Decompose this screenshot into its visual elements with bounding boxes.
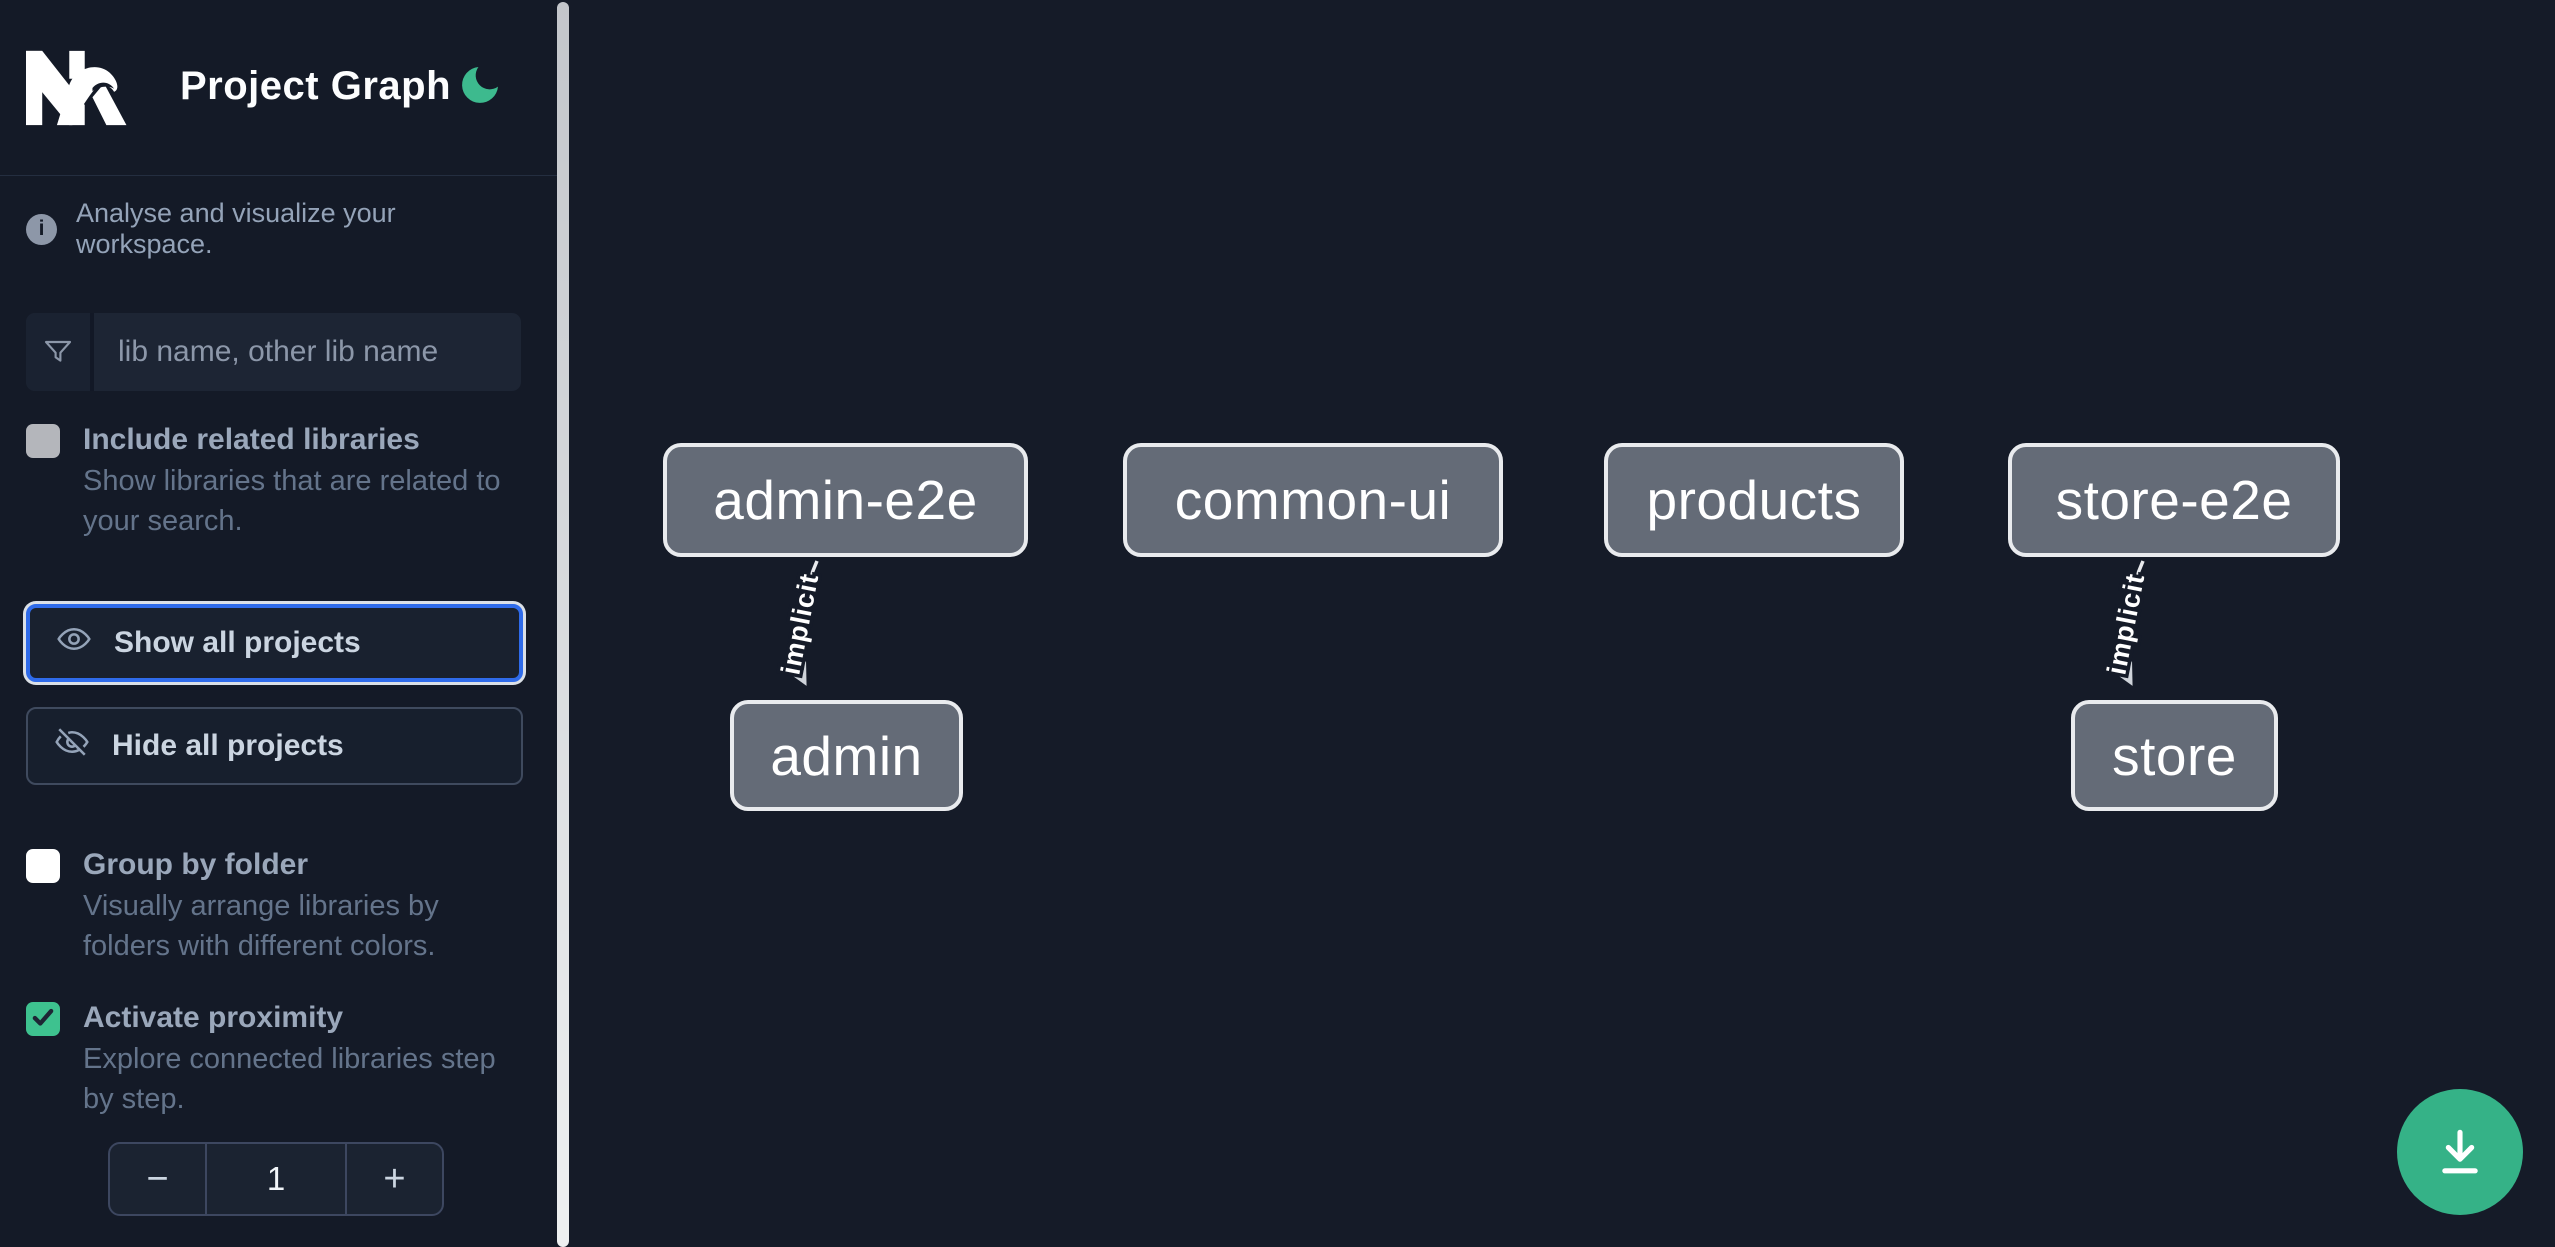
project-node-admin[interactable]: admin: [730, 700, 963, 811]
nx-logo-icon: [26, 46, 128, 130]
search-box: [26, 313, 521, 391]
eye-icon: [56, 621, 92, 665]
show-all-projects-button[interactable]: Show all projects: [26, 604, 523, 682]
option-text: Group by folder Visually arrange librari…: [83, 845, 531, 966]
workspace-tagline: i Analyse and visualize your workspace.: [26, 198, 531, 260]
option-description: Explore connected libraries step by step…: [83, 1043, 496, 1115]
hide-all-projects-button[interactable]: Hide all projects: [26, 707, 523, 785]
hide-all-projects-label: Hide all projects: [112, 729, 344, 762]
option-label: Activate proximity: [83, 1001, 344, 1034]
option-description: Visually arrange libraries by folders wi…: [83, 890, 439, 962]
download-button[interactable]: [2397, 1089, 2523, 1215]
edge-store-e2e-to-store: [2112, 560, 2145, 686]
download-icon: [2432, 1123, 2488, 1182]
info-icon: i: [26, 213, 57, 245]
option-group-by-folder: Group by folder Visually arrange librari…: [26, 845, 531, 966]
sidebar-header: Project Graph: [0, 0, 557, 176]
filter-icon: [26, 313, 94, 391]
dependency-edges: implicit implicit: [772, 560, 2154, 686]
proximity-decrement-button[interactable]: −: [110, 1144, 207, 1214]
tagline-text: Analyse and visualize your workspace.: [76, 198, 396, 259]
sidebar: Project Graph i Analyse and visualize yo…: [0, 0, 557, 1247]
edge-admin-e2e-to-admin: [786, 560, 819, 686]
option-activate-proximity: Activate proximity Explore connected lib…: [26, 998, 531, 1119]
project-node-products[interactable]: products: [1604, 443, 1904, 557]
proximity-increment-button[interactable]: +: [345, 1144, 442, 1214]
option-text: Activate proximity Explore connected lib…: [83, 998, 531, 1119]
project-node-admin-e2e[interactable]: admin-e2e: [663, 443, 1028, 557]
activate-proximity-checkbox[interactable]: [26, 1002, 60, 1036]
option-include-related-libraries: Include related libraries Show libraries…: [26, 420, 531, 541]
edge-label-implicit: implicit: [775, 571, 824, 677]
edge-label-implicit: implicit: [2101, 571, 2150, 677]
eye-off-icon: [54, 724, 90, 768]
group-by-folder-checkbox[interactable]: [26, 849, 60, 883]
moon-icon: [456, 66, 504, 112]
sidebar-scrollbar[interactable]: [556, 0, 570, 1247]
graph-canvas[interactable]: implicit implicit admin-e2e common-ui pr…: [570, 0, 2555, 1247]
option-description: Show libraries that are related to your …: [83, 465, 501, 537]
option-text: Include related libraries Show libraries…: [83, 420, 531, 541]
proximity-stepper: − 1 +: [108, 1142, 444, 1216]
sidebar-scrollbar-thumb[interactable]: [557, 2, 569, 1247]
project-node-store-e2e[interactable]: store-e2e: [2008, 443, 2340, 557]
project-node-common-ui[interactable]: common-ui: [1123, 443, 1503, 557]
checkmark-icon: [30, 1004, 56, 1035]
theme-toggle-button[interactable]: [452, 58, 508, 114]
search-input[interactable]: [94, 313, 521, 391]
include-related-checkbox[interactable]: [26, 424, 60, 458]
project-node-store[interactable]: store: [2071, 700, 2278, 811]
proximity-value: 1: [266, 1160, 286, 1197]
option-label: Group by folder: [83, 848, 308, 881]
option-label: Include related libraries: [83, 423, 420, 456]
show-all-projects-label: Show all projects: [114, 626, 361, 659]
app-title: Project Graph: [180, 64, 452, 108]
